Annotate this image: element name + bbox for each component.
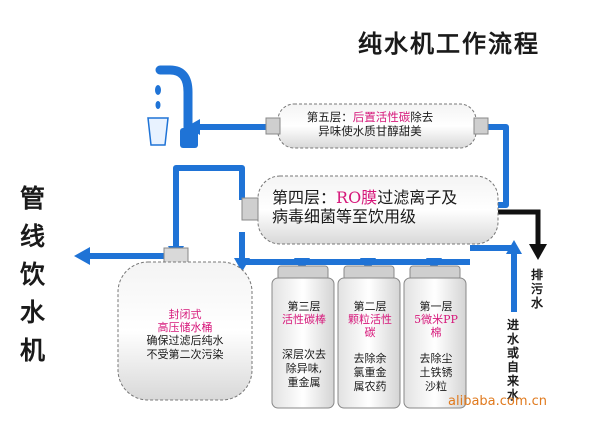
stage4-line2: 病毒细菌等至饮用级 bbox=[272, 207, 417, 227]
pipe-stage4-to-tank bbox=[173, 165, 245, 248]
storage-tank-shape bbox=[117, 247, 253, 401]
faucet-icon bbox=[147, 65, 198, 148]
cartridge-3-desc: 深层次去 除异味, 重金属 bbox=[270, 348, 338, 390]
cartridge-2-desc-line: 氯重金 bbox=[353, 366, 387, 379]
drain-label: 排污水 bbox=[531, 268, 544, 310]
cartridge-2-title: 第二层 颗粒活性 碳 bbox=[336, 300, 404, 339]
cartridge-1-desc-line: 土铁锈 bbox=[419, 366, 453, 379]
tank-name2: 高压储水桶 bbox=[157, 321, 213, 335]
stage5-highlight: 后置活性碳 bbox=[352, 110, 411, 124]
cartridge-1-title: 第一层 5微米PP 棉 bbox=[402, 300, 470, 339]
cartridge-3-desc-line: 深层次去 bbox=[282, 348, 326, 361]
cartridge-2-desc-line: 去除余 bbox=[353, 352, 387, 365]
cartridge-3-desc-line: 重金属 bbox=[287, 376, 321, 389]
cartridge-2-type-cont: 碳 bbox=[364, 326, 376, 339]
arrow-inlet bbox=[506, 240, 522, 254]
stage4-highlight: RO膜 bbox=[336, 188, 378, 207]
dispenser-vertical-label: 管线饮水机 bbox=[20, 184, 46, 365]
arrow-stage4-down bbox=[234, 258, 250, 272]
pipe-inlet bbox=[470, 245, 517, 312]
cartridge-3-shape bbox=[271, 265, 335, 409]
stage4-suffix: 过滤离子及 bbox=[377, 188, 458, 207]
drain-pipe bbox=[498, 209, 547, 260]
cartridge-2-type: 颗粒活性 bbox=[348, 313, 392, 326]
cartridge-1-desc-line: 去除尘 bbox=[419, 352, 453, 365]
arrow-cart2 bbox=[360, 258, 376, 272]
cartridge-2-shape bbox=[337, 265, 401, 409]
cartridge-1-type-cont: 棉 bbox=[430, 326, 442, 339]
cartridge-2-desc: 去除余 氯重金 属农药 bbox=[336, 352, 404, 394]
diagram-title: 纯水机工作流程 bbox=[358, 30, 540, 58]
arrow-cart3 bbox=[294, 258, 310, 272]
stage5-label: 第五层：后置活性碳除去 异味使水质甘醇甜美 bbox=[285, 110, 455, 139]
cartridge-1-shape bbox=[403, 265, 467, 409]
stage5-suffix: 除去 bbox=[410, 110, 434, 124]
arrow-to-dispenser bbox=[74, 247, 90, 265]
cartridge-2-desc-line: 属农药 bbox=[353, 380, 387, 393]
tank-name1: 封闭式 bbox=[168, 308, 202, 321]
cartridge-3-type: 活性碳棒 bbox=[282, 313, 326, 326]
cartridge-1-type: 5微米PP bbox=[414, 313, 458, 326]
stage5-filter-shape bbox=[265, 103, 489, 149]
cartridge-1-desc: 去除尘 土铁锈 沙粒 bbox=[402, 352, 470, 394]
pipe-stage5-right bbox=[488, 124, 509, 208]
watermark: alibaba.com.cn bbox=[448, 394, 548, 409]
stage5-prefix: 第五层： bbox=[306, 110, 353, 124]
cartridge-1-desc-line: 沙粒 bbox=[425, 380, 447, 393]
stage4-label: 第四层：RO膜过滤离子及 病毒细菌等至饮用级 bbox=[272, 188, 502, 226]
inlet-label: 进水或自来水 bbox=[507, 318, 520, 402]
stage4-filter-shape bbox=[241, 175, 499, 245]
stage4-prefix: 第四层： bbox=[272, 188, 337, 207]
tank-label: 封闭式 高压储水桶 确保过滤后纯水 不受第二次污染 bbox=[130, 308, 240, 361]
cartridge-2-layer: 第二层 bbox=[353, 300, 387, 313]
arrow-cart1 bbox=[426, 258, 442, 272]
stage5-line2: 异味使水质甘醇甜美 bbox=[318, 123, 422, 138]
tank-desc1: 确保过滤后纯水 bbox=[146, 334, 224, 348]
cartridge-1-layer: 第一层 bbox=[419, 300, 453, 313]
tank-desc2: 不受第二次污染 bbox=[146, 347, 224, 361]
cartridge-3-layer: 第三层 bbox=[287, 300, 321, 313]
cartridge-3-title: 第三层 活性碳棒 bbox=[270, 300, 338, 326]
cartridge-3-desc-line: 除异味, bbox=[285, 362, 323, 375]
